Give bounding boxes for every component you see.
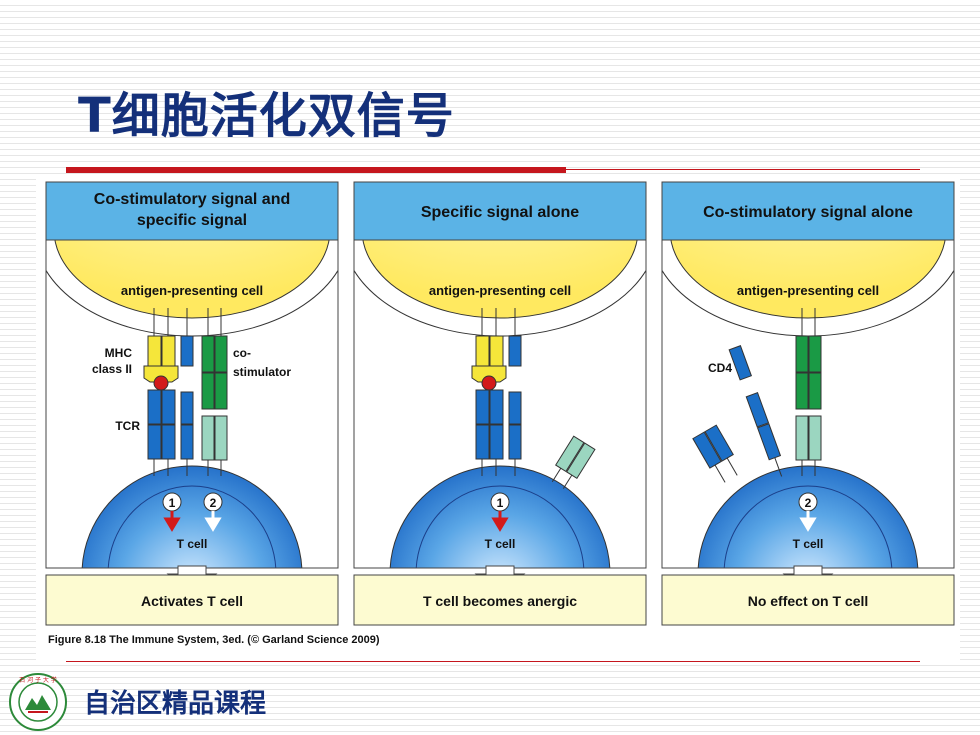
tcr-label: TCR [115,419,140,433]
cd4-coreceptor [180,308,194,476]
panel-2: Specific signal alone antigen-presenting… [353,181,647,626]
signal-2-badge: 2 [798,492,818,532]
co-stimulator [795,308,822,476]
tcr [475,389,504,476]
mhc-label-line2: class II [92,362,132,376]
panel-1-result: Activates T cell [141,593,243,609]
panel-3-result-box [661,574,955,626]
cd4-coreceptor [728,345,783,477]
slide-title: T细胞活化双信号 [78,88,455,144]
panel-2-tcell-label: T cell [485,537,516,551]
mhc-class-ii [143,308,179,391]
costim-label-line2: stimulator [233,365,291,379]
panel-3-tcell-label: T cell [793,537,824,551]
svg-text:1: 1 [169,496,176,510]
panel-1-result-box [45,574,339,626]
panel-2-apc-label: antigen-presenting cell [429,283,571,298]
signal-2-badge: 2 [203,492,223,532]
panel-3-apc-label: antigen-presenting cell [737,283,879,298]
signal-1-badge: 1 [490,492,510,532]
svg-text:2: 2 [210,496,217,510]
footer-rule [66,661,920,662]
costim-label-line1: co- [233,346,251,360]
svg-text:石 河 子 大 学: 石 河 子 大 学 [19,676,57,684]
panel-1-apc-label: antigen-presenting cell [121,283,263,298]
panel-3: Co-stimulatory signal alone antigen-pres… [661,181,955,626]
panel-1: Co-stimulatory signal and specific signa… [45,181,339,626]
mhc-class-ii [471,308,507,391]
figure-caption: Figure 8.18 The Immune System, 3ed. (© G… [48,634,380,646]
mhc-label-line1: MHC [105,346,133,360]
panel-2-result-box [353,574,647,626]
unbound-cd28 [551,435,596,489]
cd4-label: CD4 [708,361,732,375]
t-cell-activation-figure: Co-stimulatory signal and specific signa… [36,176,960,660]
unbound-tcr [692,424,738,483]
panel-3-result: No effect on T cell [748,593,869,609]
figure-svg: Co-stimulatory signal and specific signa… [45,181,955,626]
panel-1-header-line2: specific signal [137,212,247,229]
panel-1-tcell-label: T cell [177,537,208,551]
svg-text:1: 1 [497,496,504,510]
cd4-coreceptor [508,308,522,476]
panel-1-header-line1: Co-stimulatory signal and [94,191,290,208]
title-rule [566,169,920,170]
signal-1-badge: 1 [162,492,182,532]
university-seal-icon: 石 河 子 大 学 [9,673,67,731]
title-underline [66,167,566,173]
panel-2-result: T cell becomes anergic [423,593,577,609]
co-stimulator [201,308,228,476]
panel-3-header: Co-stimulatory signal alone [703,204,913,221]
panel-2-header: Specific signal alone [421,204,579,221]
footer-course-label: 自治区精品课程 [84,689,267,719]
svg-text:2: 2 [805,496,812,510]
tcr [147,389,176,476]
